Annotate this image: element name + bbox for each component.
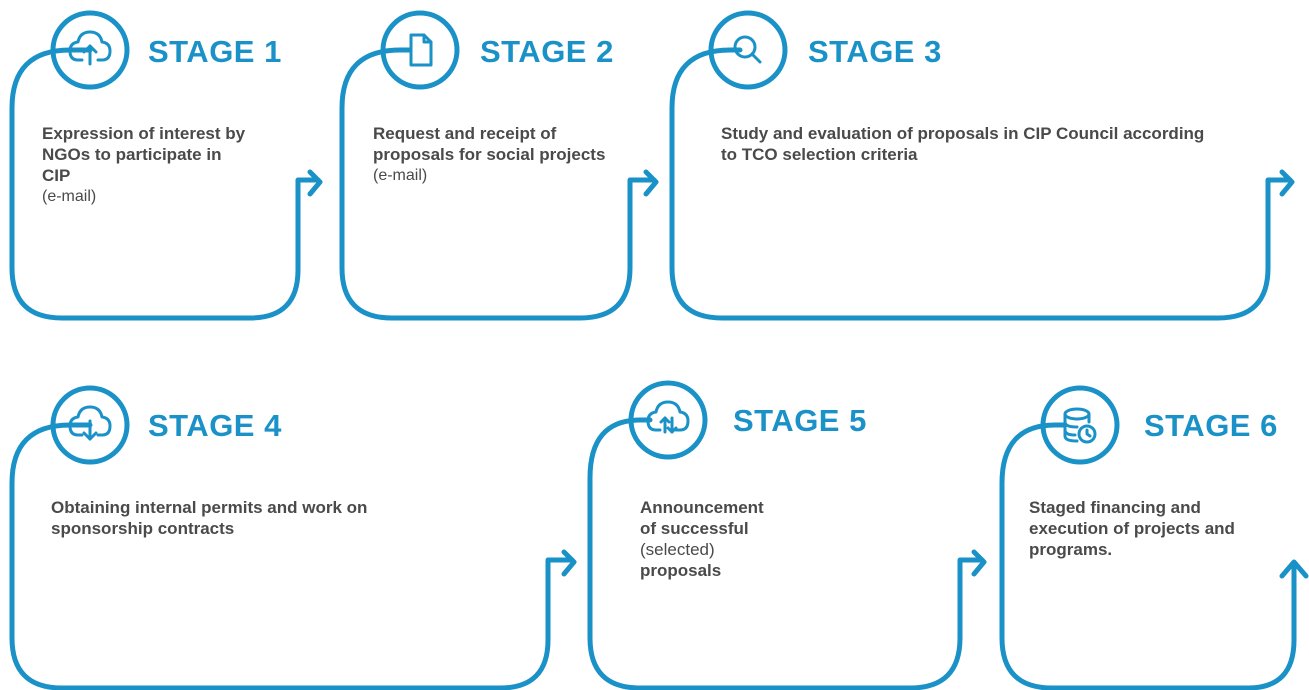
stage-3-text: Study and evaluation of proposals in CIP… bbox=[721, 124, 1205, 164]
stage-5-title: STAGE 5 bbox=[733, 403, 867, 438]
stage-6-title: STAGE 6 bbox=[1144, 408, 1278, 443]
stage-4-icon-ring bbox=[50, 385, 130, 465]
search-icon bbox=[733, 35, 762, 64]
stage-6-description: Staged financing and execution of projec… bbox=[1029, 497, 1254, 560]
stage-1-note: (e-mail) bbox=[42, 188, 97, 205]
stage-6-arrow bbox=[1279, 559, 1309, 579]
stage-5-frame bbox=[587, 417, 985, 690]
stage-2-text: Request and receipt of proposals for soc… bbox=[373, 124, 606, 164]
stage-3-description: Study and evaluation of proposals in CIP… bbox=[721, 123, 1211, 165]
stage-4-text: Obtaining internal permits and work on s… bbox=[51, 498, 368, 538]
stage-1-icon-ring bbox=[50, 10, 130, 90]
stage-2-arrow bbox=[643, 169, 659, 197]
stage-6-frame bbox=[999, 422, 1297, 690]
database-clock-icon bbox=[1063, 407, 1097, 444]
cloud-download-icon bbox=[68, 405, 112, 441]
stage-6-text: Staged financing and execution of projec… bbox=[1029, 498, 1235, 559]
stage-3-arrow bbox=[1279, 169, 1295, 197]
stage-2-icon-ring bbox=[380, 10, 460, 90]
stage-3-frame bbox=[669, 47, 1293, 321]
cloud-upload-icon bbox=[68, 30, 112, 66]
stage-6-icon-ring bbox=[1040, 385, 1120, 465]
stage-5-text-line3: proposals bbox=[640, 561, 722, 580]
stage-1-text: Expression of interest by NGOs to partic… bbox=[42, 124, 246, 185]
stage-1-description: Expression of interest by NGOs to partic… bbox=[42, 123, 247, 207]
stage-2-note: (e-mail) bbox=[373, 167, 428, 184]
stage-5-icon-ring bbox=[628, 380, 708, 460]
stage-4-frame bbox=[9, 422, 575, 690]
stage-5-note: (selected) bbox=[640, 540, 715, 559]
stage-2-title: STAGE 2 bbox=[480, 34, 614, 69]
document-icon bbox=[409, 33, 433, 67]
stage-4-description: Obtaining internal permits and work on s… bbox=[51, 497, 471, 539]
stage-2-frame bbox=[339, 47, 657, 321]
stage-4-title: STAGE 4 bbox=[148, 408, 282, 443]
cloud-sync-icon bbox=[646, 400, 690, 434]
stage-3-title: STAGE 3 bbox=[808, 34, 942, 69]
stage-5-description: Announcement of successful (selected) pr… bbox=[640, 497, 840, 581]
stage-1-frame bbox=[9, 47, 321, 321]
stage-5-arrow bbox=[971, 549, 987, 577]
stage-4-arrow bbox=[561, 549, 577, 577]
stage-3-icon-ring bbox=[708, 10, 788, 90]
stage-1-title: STAGE 1 bbox=[148, 34, 282, 69]
stage-2-description: Request and receipt of proposals for soc… bbox=[373, 123, 613, 186]
stage-5-text-line1: Announcement bbox=[640, 498, 764, 517]
stage-5-text-line2: of successful bbox=[640, 519, 749, 538]
stage-1-arrow bbox=[307, 169, 323, 197]
